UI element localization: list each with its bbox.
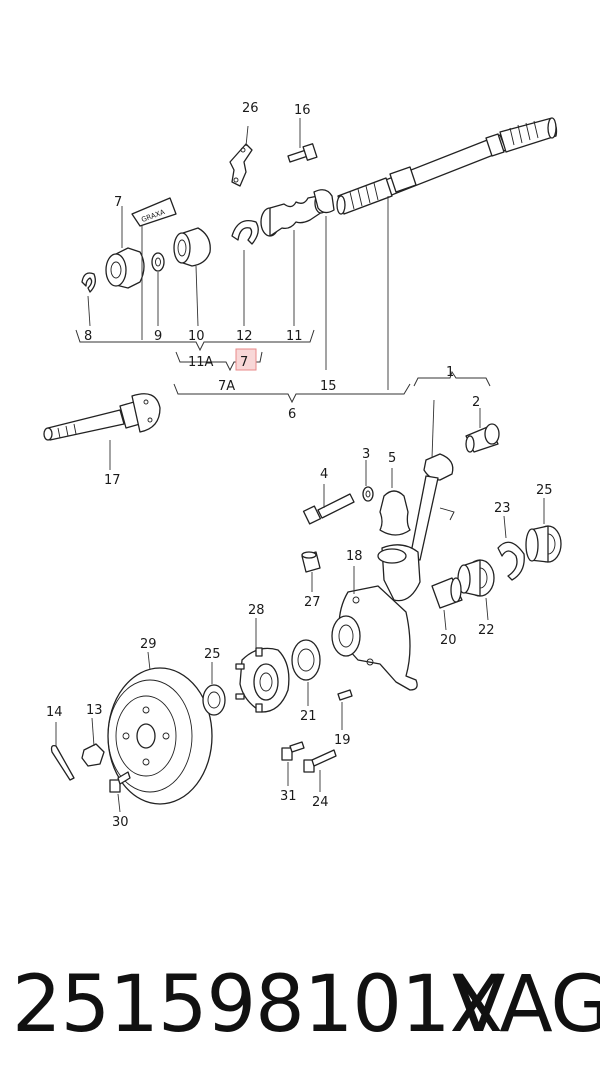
callout-30: 30 xyxy=(112,815,129,830)
spacer-part-20 xyxy=(431,577,463,609)
grouping-brackets xyxy=(75,329,491,404)
bearing-part-21 xyxy=(291,639,321,681)
pin-part-19 xyxy=(337,689,353,701)
callout-28: 28 xyxy=(248,603,265,618)
bushing-part-2 xyxy=(465,423,500,453)
callout-24: 24 xyxy=(312,795,329,810)
knuckle-part-18 xyxy=(331,585,418,691)
callout-9: 9 xyxy=(154,329,162,344)
bolt-part-30 xyxy=(109,771,131,793)
bearing-part-22 xyxy=(457,559,495,597)
highlight-box xyxy=(235,348,257,371)
callout-25-upper: 25 xyxy=(536,483,553,498)
bolt-part-24 xyxy=(303,749,337,773)
bolt-part-31 xyxy=(281,741,305,761)
grease-tube-graxa: GRAXA xyxy=(131,197,177,227)
callout-20: 20 xyxy=(440,633,457,648)
washer-part-3 xyxy=(362,486,374,502)
callout-29: 29 xyxy=(140,637,157,652)
cv-joint-part-10 xyxy=(173,227,211,267)
callout-12: 12 xyxy=(236,329,253,344)
callout-14: 14 xyxy=(46,705,63,720)
callout-7: 7 xyxy=(114,195,122,210)
washer-part-9 xyxy=(151,252,165,272)
callout-27: 27 xyxy=(304,595,321,610)
callout-10: 10 xyxy=(188,329,205,344)
brake-drum-part-29 xyxy=(107,667,213,805)
exploded-parts-diagram: GRAXA xyxy=(43,101,562,830)
stub-axle-part-17 xyxy=(43,393,161,441)
callout-3: 3 xyxy=(362,447,370,462)
callout-21: 21 xyxy=(300,709,317,724)
control-arm-part-1 xyxy=(377,453,455,602)
boot-part-11 xyxy=(260,189,335,237)
callout-1: 1 xyxy=(446,365,454,380)
callout-16: 16 xyxy=(294,103,311,118)
callout-8: 8 xyxy=(84,329,92,344)
callout-22: 22 xyxy=(478,623,495,638)
callout-19: 19 xyxy=(334,733,351,748)
seal-part-25-lower xyxy=(202,684,226,716)
callout-15: 15 xyxy=(320,379,337,394)
circlip-part-8 xyxy=(81,272,96,293)
part-number: 251598101X xyxy=(12,960,503,1050)
nut-part-13 xyxy=(81,743,105,767)
cotter-pin-part-14 xyxy=(50,744,75,781)
drive-shaft xyxy=(336,117,558,215)
inner-joint-part-7 xyxy=(105,247,145,289)
callout-23: 23 xyxy=(494,501,511,516)
callout-4: 4 xyxy=(320,467,328,482)
callout-26: 26 xyxy=(242,101,259,116)
callout-6: 6 xyxy=(288,407,296,422)
leader-lines xyxy=(55,118,545,813)
callout-25-lower: 25 xyxy=(204,647,221,662)
callout-18: 18 xyxy=(346,549,363,564)
callout-13: 13 xyxy=(86,703,103,718)
bracket-part-26 xyxy=(229,143,253,187)
callout-17: 17 xyxy=(104,473,121,488)
callout-11: 11 xyxy=(286,329,303,344)
callout-labels: 26 16 7 8 9 10 12 11 11A 7 7A 15 6 1 2 1… xyxy=(46,101,553,830)
footer: 251598101X VAG xyxy=(0,955,600,1075)
callout-5: 5 xyxy=(388,451,396,466)
callout-2: 2 xyxy=(472,395,480,410)
callout-7-highlighted: 7 xyxy=(240,355,248,370)
sleeve-part-27 xyxy=(301,551,321,573)
callout-11a: 11A xyxy=(188,355,214,370)
hub-part-28 xyxy=(235,647,290,713)
callout-31: 31 xyxy=(280,789,297,804)
brand-name: VAG xyxy=(452,960,600,1050)
bearing-part-25-upper xyxy=(525,525,562,563)
circlip-part-23 xyxy=(497,541,525,581)
callout-7a: 7A xyxy=(218,379,235,394)
bolt-part-16 xyxy=(287,143,318,163)
bolt-part-4 xyxy=(302,493,355,525)
snap-ring-part-12 xyxy=(231,219,259,245)
bump-stop-part-5 xyxy=(379,490,411,536)
